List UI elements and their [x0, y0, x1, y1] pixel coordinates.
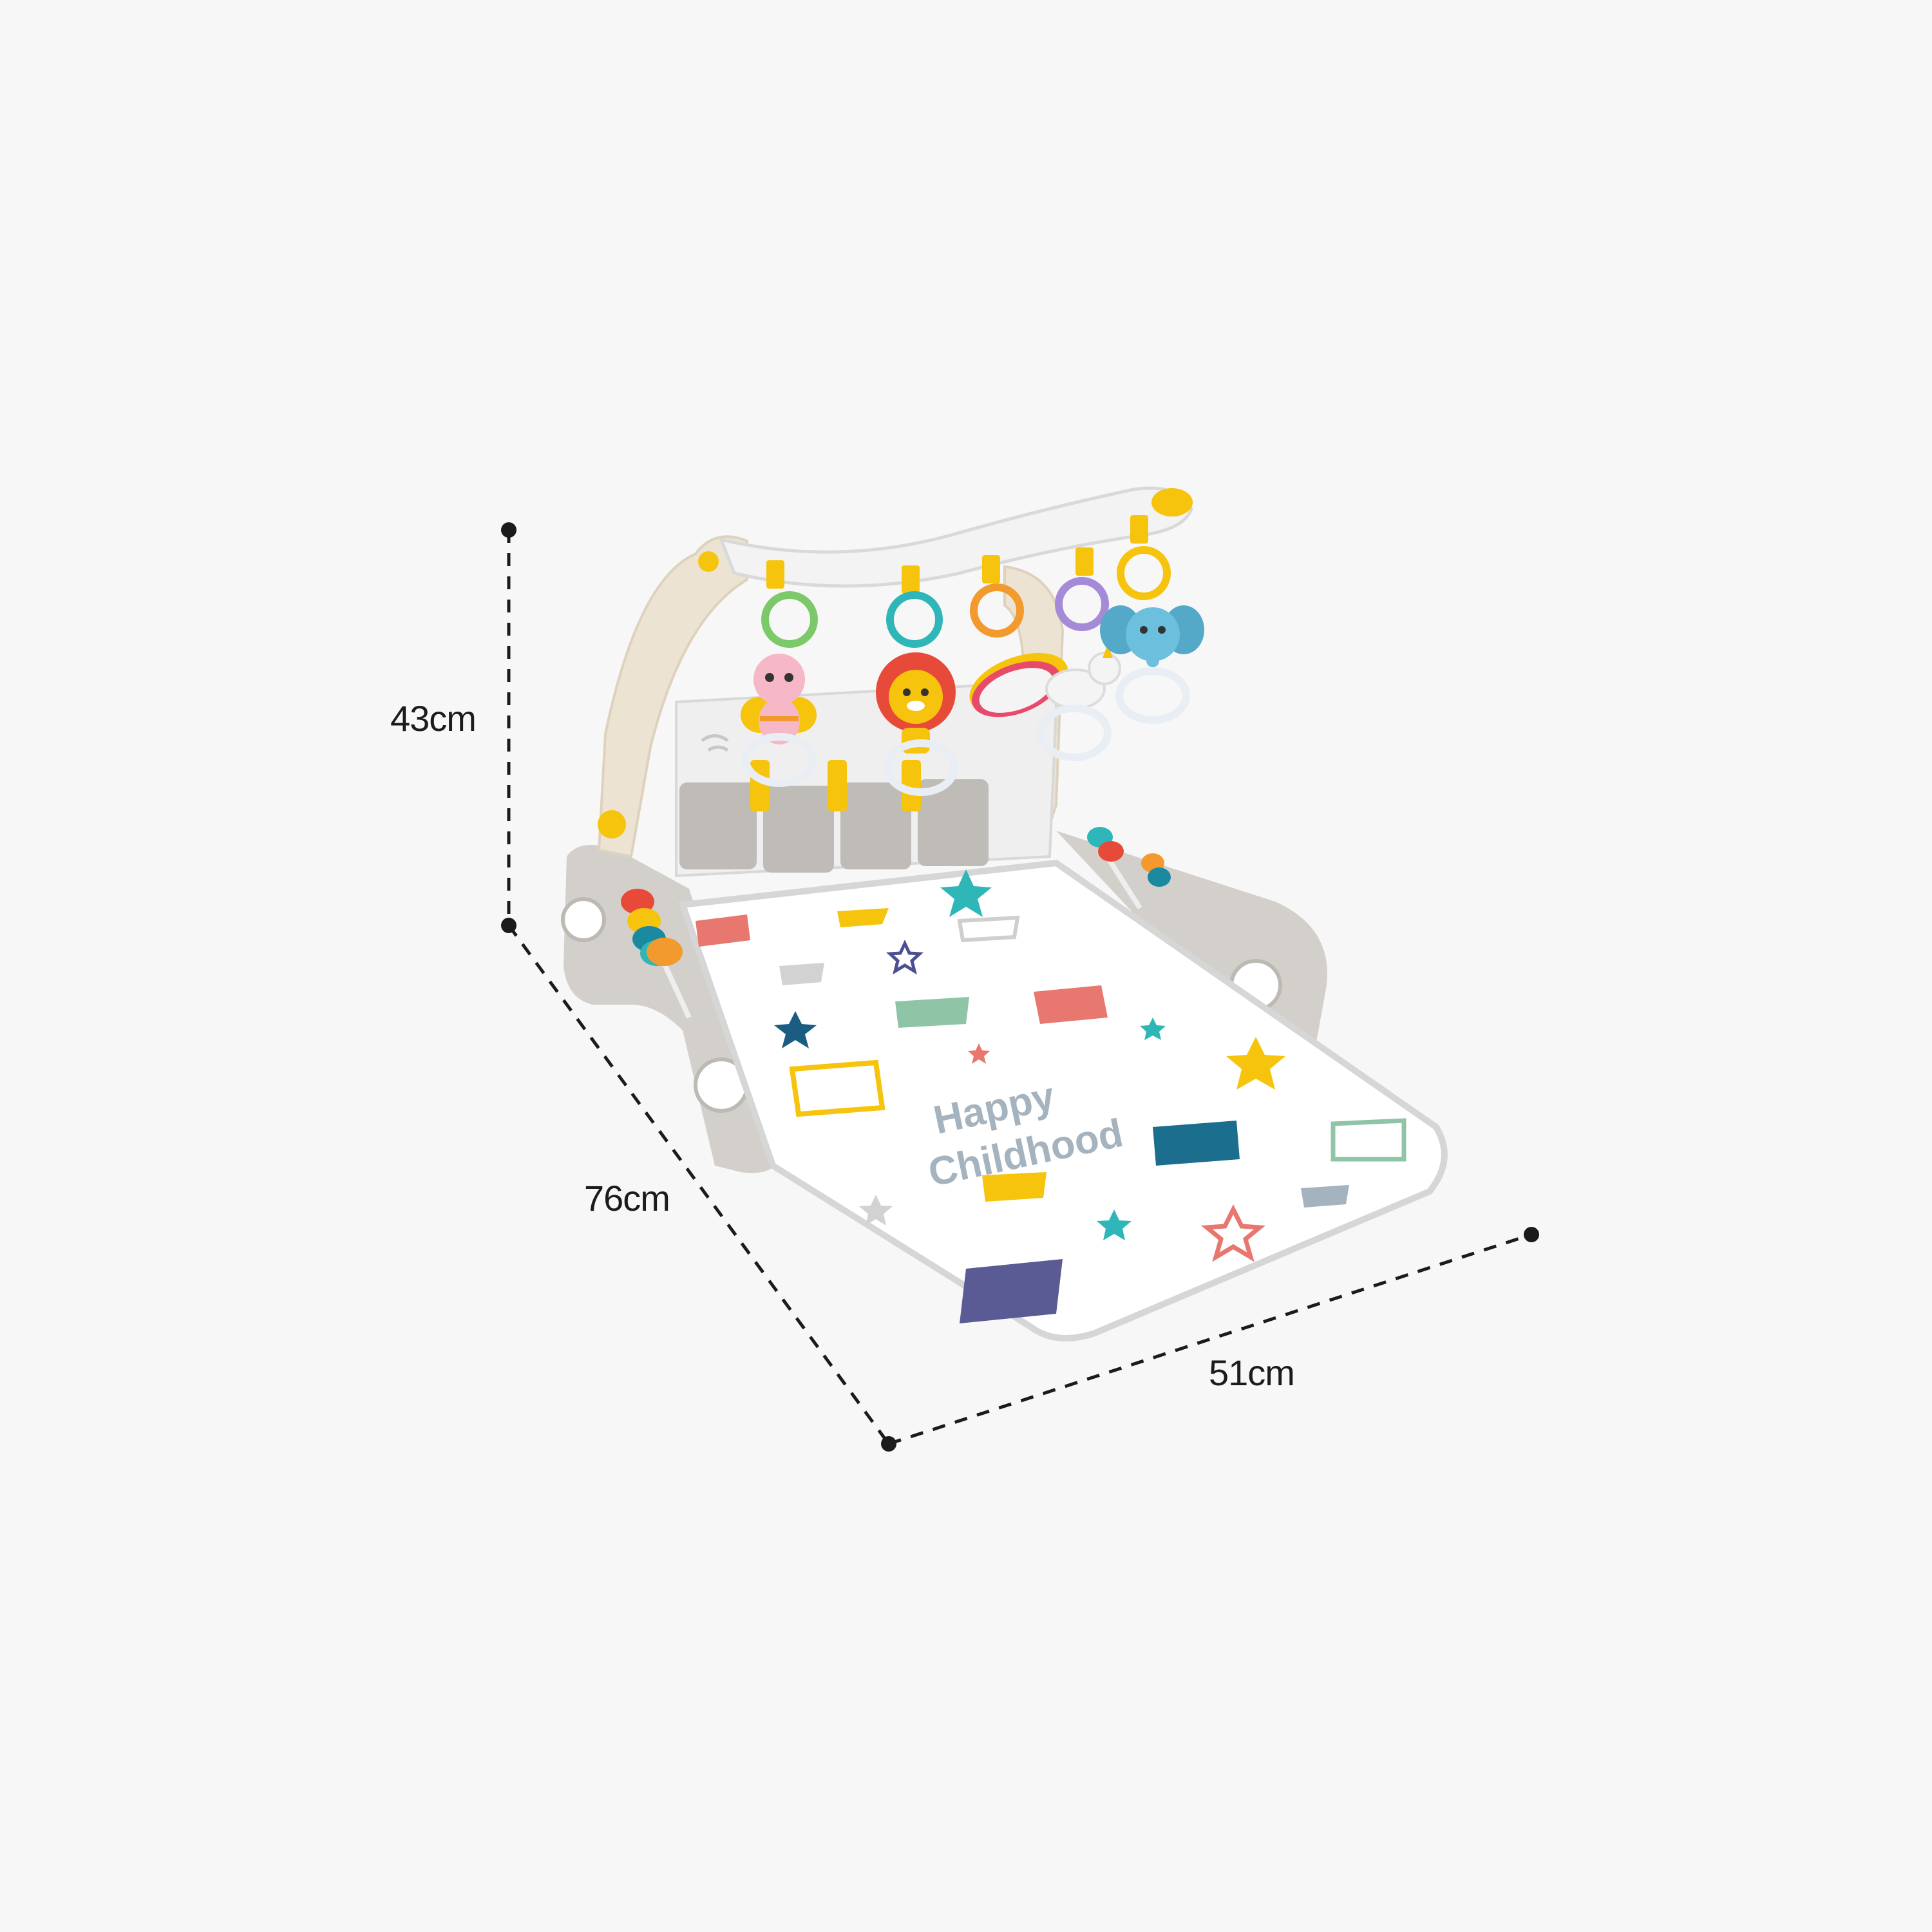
left-abacus-beads-icon [621, 889, 683, 966]
left-arch-button-icon [698, 551, 719, 572]
crown-icon [982, 1172, 1046, 1202]
crown-icon [1153, 1121, 1240, 1166]
right-abacus-beads-icon [1087, 827, 1171, 887]
piano-black-key[interactable] [902, 760, 921, 811]
star-icon [1226, 1037, 1285, 1090]
hanging-toys [741, 515, 1204, 796]
depth-dimension-line [507, 924, 891, 1445]
hook-icon [982, 555, 1000, 583]
crown-icon [895, 997, 969, 1028]
piano-black-key[interactable] [750, 760, 770, 811]
block-icon [696, 914, 750, 947]
dimension-endpoint [881, 1436, 896, 1452]
ring-icon [1055, 577, 1109, 631]
crown-icon [837, 908, 889, 927]
star-icon [886, 940, 924, 975]
sound-waves-icon [701, 734, 729, 752]
crown-icon [1301, 1185, 1349, 1208]
piano-key[interactable] [918, 779, 989, 866]
left-base-button-icon [598, 810, 626, 838]
crown-icon [789, 1059, 886, 1117]
crown-icon [960, 1259, 1063, 1323]
ring-icon [886, 591, 943, 648]
piano-black-key[interactable] [828, 760, 847, 811]
crown-icon [779, 963, 824, 985]
top-bar [718, 486, 1193, 588]
left-arch [597, 535, 748, 858]
width-dimension-label: 51cm [1209, 1352, 1295, 1393]
dimension-endpoint [501, 522, 516, 538]
width-dimension-line [888, 1233, 1532, 1446]
bee-toy-icon[interactable] [741, 654, 817, 787]
piano-key[interactable] [840, 782, 911, 869]
dimension-lines [501, 522, 1539, 1452]
crown-icon [1331, 1118, 1406, 1162]
ring-icon [1117, 546, 1171, 600]
piano-key[interactable] [763, 786, 834, 873]
piano-key[interactable] [679, 782, 757, 869]
hook-icon [1130, 515, 1148, 544]
star-icon [774, 1011, 817, 1048]
lion-toy-icon[interactable] [876, 652, 958, 796]
hook-icon [766, 560, 784, 589]
ring-icon [970, 583, 1024, 638]
star-icon [968, 1043, 990, 1064]
height-dimension-label: 43cm [390, 698, 477, 739]
star-icon [1140, 1018, 1166, 1040]
star-icon [1200, 1204, 1266, 1262]
block-icon [1034, 985, 1108, 1024]
crown-icon [957, 915, 1020, 943]
dimension-endpoint [1524, 1227, 1539, 1242]
star-icon [859, 1195, 893, 1226]
mirror-toy-icon[interactable] [961, 641, 1076, 728]
star-icon [1097, 1209, 1132, 1240]
hook-icon [1075, 547, 1094, 576]
star-icon [940, 869, 992, 917]
depth-dimension-label: 76cm [584, 1178, 670, 1218]
play-mat [678, 859, 1448, 1341]
elephant-toy-icon[interactable] [1100, 605, 1204, 724]
hook-icon [902, 565, 920, 594]
unicorn-toy-icon[interactable] [1037, 644, 1121, 761]
top-bar-end-cap [1151, 488, 1193, 516]
left-rear-wheel-icon [561, 897, 606, 942]
ring-icon [761, 591, 818, 648]
dimension-endpoint [501, 918, 516, 933]
